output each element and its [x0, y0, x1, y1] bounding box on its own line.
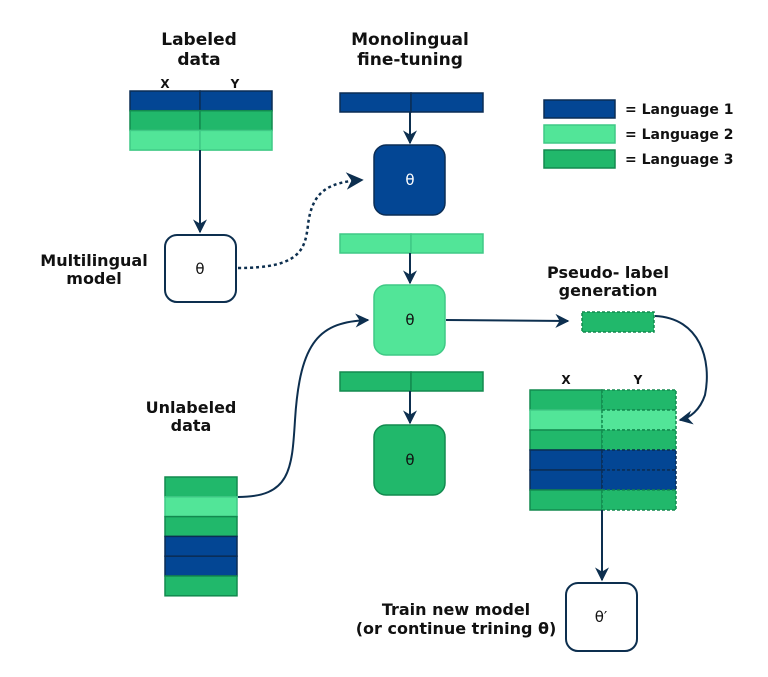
pseudo-labeled-table [529, 389, 677, 511]
finetuned-model-symbol: θ [405, 171, 414, 189]
unlabeled-row [164, 535, 238, 557]
unlabeled-title-line2: data [171, 416, 212, 435]
labeled-data-group: Labeled data X Y [129, 30, 273, 151]
pseudo-cell-y [601, 489, 677, 511]
new-model-box [565, 582, 638, 652]
arrow-model-to-pseudo [445, 313, 570, 328]
pseudo-label-sample [581, 311, 655, 333]
monolingual-title-line1: Monolingual [351, 30, 469, 50]
pseudo-cell-x [529, 489, 603, 511]
pseudo-cell-y [601, 469, 677, 491]
legend: = Language 1 = Language 2 = Language 3 [543, 99, 734, 169]
labeled-cell-y [199, 109, 273, 132]
labeled-cell-y [199, 90, 273, 112]
pseudo-cell-x [529, 389, 603, 411]
labeled-col-x: X [160, 77, 170, 91]
pseudo-cell-y [601, 449, 677, 471]
finetune-bar-x [339, 371, 412, 392]
unlabeled-row [164, 555, 238, 577]
finetune-bar-x [339, 233, 412, 254]
finetune-bar-y [410, 92, 484, 113]
finetune-bar-y [410, 233, 484, 254]
new-model-label-line2: (or continue trining θ) [356, 619, 557, 638]
multilingual-model-box [164, 234, 237, 303]
pseudo-cell-y [601, 429, 677, 451]
finetuned-model-symbol: θ [405, 311, 414, 329]
finetuned-model-box [373, 144, 446, 216]
legend-label: = Language 1 [625, 102, 734, 118]
multilingual-label-line1: Multilingual [40, 251, 147, 270]
pseudo-label-title-line2: generation [559, 281, 658, 300]
arrow-unlabeled-to-model [237, 313, 370, 498]
pseudo-cell-x [529, 449, 603, 471]
finetuned-model-symbol: θ [405, 451, 414, 469]
monolingual-stages: θ θ θ [339, 92, 484, 496]
labeled-data-table [129, 90, 273, 151]
pseudo-col-y: Y [633, 373, 643, 387]
arrow-pseudo-to-table [654, 315, 708, 425]
unlabeled-row [164, 496, 238, 518]
new-model-label-line1: Train new model [382, 600, 530, 619]
finetuned-model-box [373, 424, 446, 496]
legend-label: = Language 2 [625, 127, 734, 143]
legend-swatch-language-3 [543, 149, 616, 169]
labeled-data-title-line1: Labeled [161, 30, 237, 50]
monolingual-title-line2: fine-tuning [357, 50, 463, 70]
labeled-data-title-line2: data [177, 50, 220, 70]
finetune-bar-y [410, 371, 484, 392]
labeled-cell-x [129, 109, 201, 132]
labeled-cell-x [129, 129, 201, 151]
labeled-cell-x [129, 90, 201, 112]
pseudo-cell-x [529, 409, 603, 431]
pseudo-cell-x [529, 429, 603, 451]
unlabeled-row [164, 515, 238, 538]
multilingual-model-symbol: θ [195, 260, 204, 278]
new-model-symbol: θ′ [595, 608, 608, 626]
pseudo-cell-x [529, 469, 603, 491]
unlabeled-title-line1: Unlabeled [146, 398, 237, 417]
unlabeled-row [164, 476, 238, 498]
labeled-col-y: Y [230, 77, 240, 91]
dotted-arrow-init-finetune [237, 172, 364, 270]
unlabeled-row [164, 575, 238, 597]
labeled-cell-y [199, 129, 273, 151]
pseudo-cell-y [601, 389, 677, 411]
finetuned-model-box [373, 284, 446, 356]
finetune-bar-x [339, 92, 412, 113]
legend-swatch-language-2 [543, 124, 616, 144]
legend-label: = Language 3 [625, 152, 734, 168]
unlabeled-data-stack [164, 476, 238, 597]
multilingual-label-line2: model [66, 269, 121, 288]
pseudo-label-title-line1: Pseudo- label [547, 263, 669, 282]
pseudo-cell-y [601, 409, 677, 431]
pseudo-col-x: X [561, 373, 571, 387]
legend-swatch-language-1 [543, 99, 616, 119]
